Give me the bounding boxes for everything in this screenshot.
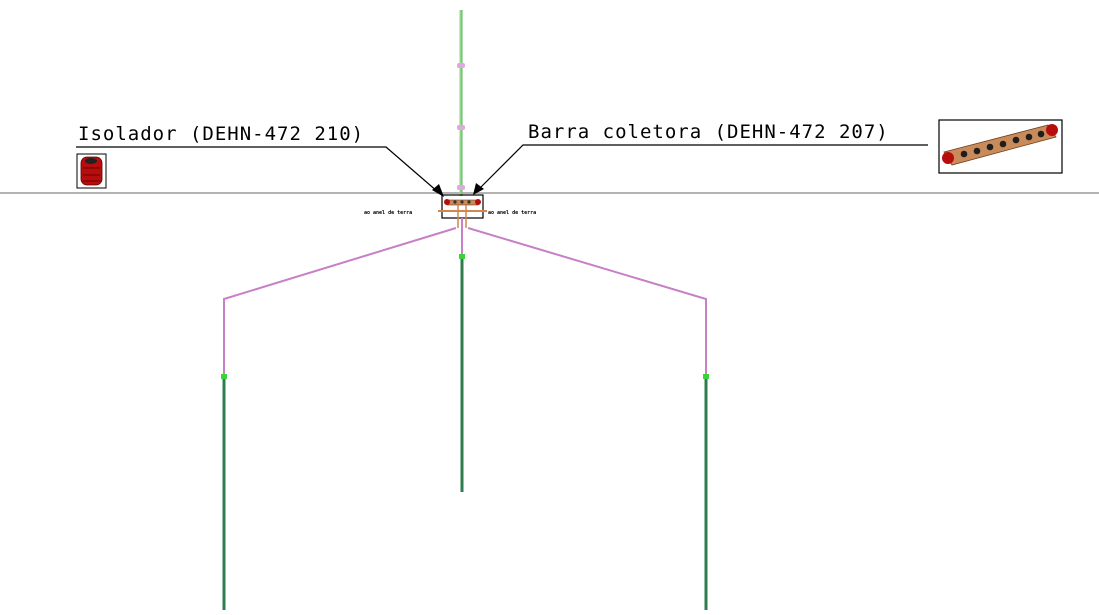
cable-right	[467, 227, 707, 377]
busbar-picture	[938, 119, 1063, 174]
leader-lines	[76, 144, 928, 193]
arrow-insulator	[432, 184, 444, 197]
ring-label-right: ao anel de terra	[488, 210, 536, 216]
arrow-busbar	[473, 183, 484, 195]
conductor-clip	[457, 185, 465, 190]
conductor-clip	[457, 125, 465, 130]
leader-arrowheads	[432, 183, 484, 197]
conductor-clip	[457, 63, 465, 68]
cable-left	[223, 227, 457, 377]
earth-cables	[223, 218, 707, 377]
ring-label-left: ao anel de terra	[364, 210, 412, 216]
leader-insulator	[76, 146, 439, 193]
insulator-picture	[76, 153, 107, 189]
insulator-dot	[444, 199, 450, 205]
leader-busbar	[477, 144, 928, 191]
inspection-box	[438, 194, 487, 228]
insulator-label: Isolador (DEHN-472 210)	[78, 123, 364, 145]
rod-clamps	[221, 254, 709, 379]
upper-down-conductor	[457, 10, 465, 196]
insulator-dot	[475, 199, 481, 205]
busbar-label: Barra coletora (DEHN-472 207)	[528, 121, 889, 143]
earth-rods	[222, 258, 708, 610]
